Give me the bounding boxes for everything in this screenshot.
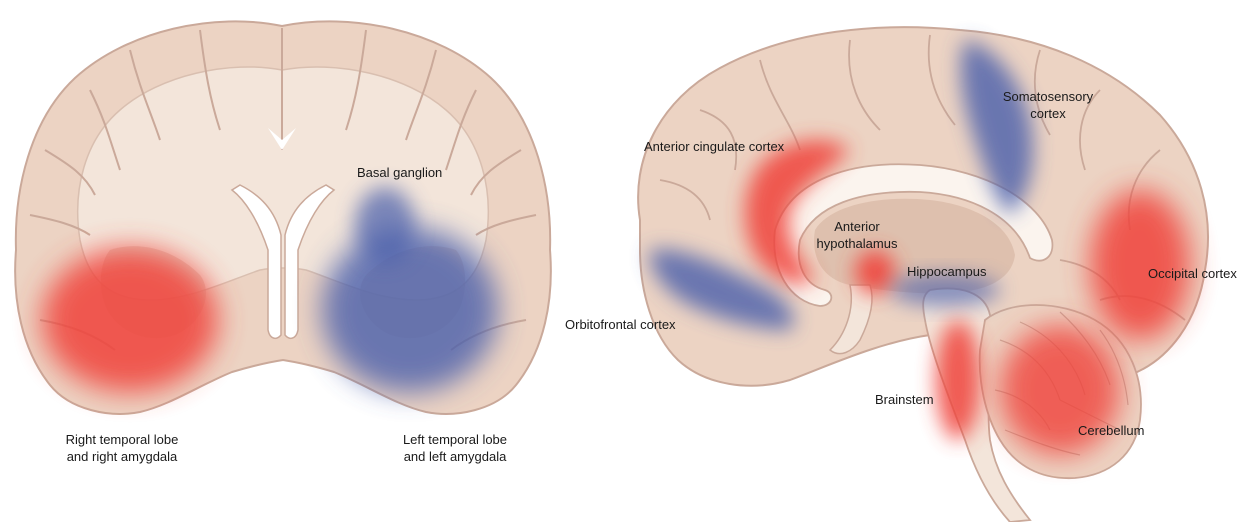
- label-left-temporal-lobe: Left temporal lobe and left amygdala: [385, 431, 525, 465]
- label-brainstem: Brainstem: [875, 391, 934, 408]
- left-temporal-highlight: [322, 228, 498, 392]
- label-left-temporal-line2: and left amygdala: [385, 448, 525, 465]
- label-right-temporal-line1: Right temporal lobe: [52, 431, 192, 448]
- label-somatosensory-line2: cortex: [993, 105, 1103, 122]
- label-anterior-hypothalamus-line1: Anterior: [807, 218, 907, 235]
- anterior-hypothalamus-highlight: [855, 250, 895, 294]
- label-occipital-cortex: Occipital cortex: [1148, 265, 1237, 282]
- label-anterior-cingulate-cortex: Anterior cingulate cortex: [644, 138, 784, 155]
- label-hippocampus: Hippocampus: [907, 263, 987, 280]
- label-right-temporal-line2: and right amygdala: [52, 448, 192, 465]
- label-left-temporal-line1: Left temporal lobe: [385, 431, 525, 448]
- label-cerebellum: Cerebellum: [1078, 422, 1144, 439]
- label-right-temporal-lobe: Right temporal lobe and right amygdala: [52, 431, 192, 465]
- coronal-brain-section: [15, 21, 551, 414]
- label-orbitofrontal-cortex: Orbitofrontal cortex: [565, 316, 676, 333]
- label-basal-ganglion: Basal ganglion: [357, 164, 442, 181]
- label-anterior-hypothalamus-line2: hypothalamus: [807, 235, 907, 252]
- basal-ganglion-highlight: [355, 187, 415, 263]
- brainstem-highlight: [936, 320, 980, 440]
- right-temporal-highlight: [42, 248, 218, 392]
- label-somatosensory-cortex: Somatosensory cortex: [993, 88, 1103, 122]
- label-anterior-hypothalamus: Anterior hypothalamus: [807, 218, 907, 252]
- label-somatosensory-line1: Somatosensory: [993, 88, 1103, 105]
